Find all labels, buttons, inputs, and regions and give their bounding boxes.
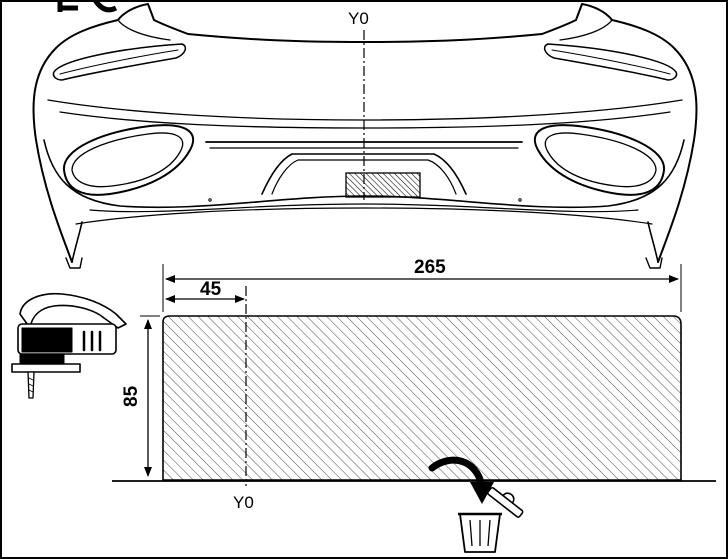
curved-arrow-icon xyxy=(428,456,486,490)
rear-bumper-outline xyxy=(32,3,698,269)
bumper-cutout-area xyxy=(345,172,421,198)
trash-bin-icon xyxy=(458,486,524,553)
curved-arrow-head xyxy=(470,482,494,504)
y0-label-bottom: Y0 xyxy=(233,493,254,512)
cut-template-area xyxy=(162,315,682,481)
height-dimension-label: 85 xyxy=(121,385,142,407)
width-dimension-label: 265 xyxy=(414,257,446,278)
jigsaw-tool-icon xyxy=(11,292,127,399)
offset-dimension-label: 45 xyxy=(200,279,222,300)
y0-label-top: Y0 xyxy=(348,9,369,28)
header-fragment xyxy=(57,0,118,13)
